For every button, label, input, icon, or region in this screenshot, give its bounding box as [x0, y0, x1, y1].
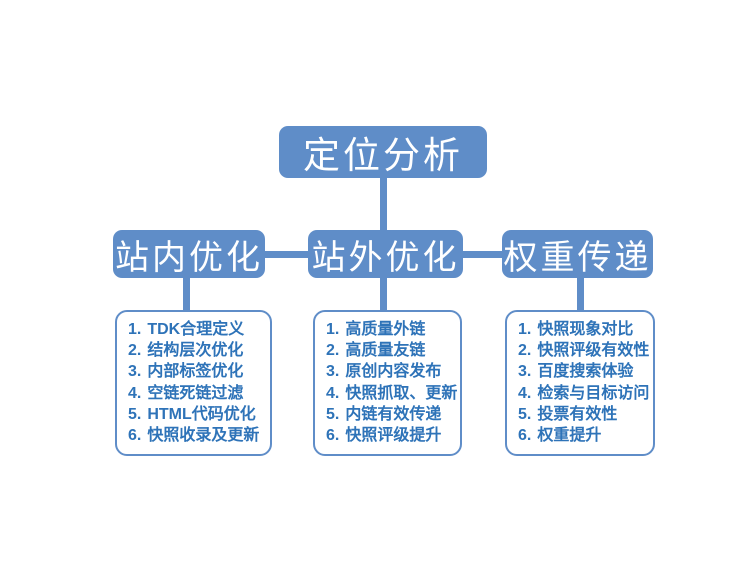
list-item: 5. 投票有效性 [518, 405, 647, 425]
list-item-number: 2. [518, 342, 532, 360]
list-item-number: 3. [326, 363, 340, 381]
list-item-number: 3. [518, 363, 532, 381]
list-item: 1. 快照现象对比 [518, 320, 647, 340]
list-item-number: 6. [326, 426, 340, 444]
list-item: 5. HTML代码优化 [128, 405, 264, 425]
branch-node-offsite-optimization: 站外优化 [308, 230, 463, 278]
list-item-number: 1. [518, 321, 532, 338]
list-item-label: 快照评级提升 [345, 426, 442, 444]
list-item: 3. 百度搜索体验 [518, 362, 647, 382]
list-item: 6. 快照评级提升 [326, 426, 454, 446]
list-item: 6. 权重提升 [518, 426, 647, 446]
list-item-number: 6. [128, 426, 142, 444]
list-item-label: 检索与目标访问 [537, 384, 650, 402]
root-node: 定位分析 [279, 126, 487, 178]
list-item-label: 内部标签优化 [147, 363, 244, 381]
list-item: 4. 快照抓取、更新 [326, 384, 458, 404]
branch-node-weight-transfer: 权重传递 [502, 230, 653, 278]
list-item-label: 原创内容发布 [345, 363, 442, 381]
list-item-label: 快照评级有效性 [537, 342, 650, 360]
list-item: 5. 内链有效传递 [326, 405, 454, 425]
list-item-label: HTML代码优化 [147, 405, 256, 423]
list-item-number: 6. [518, 426, 532, 444]
connector-root-to-middle [380, 177, 387, 231]
list-item: 4. 空链死链过滤 [128, 384, 264, 404]
root-node-label: 定位分析 [303, 135, 463, 176]
list-item-label: 快照收录及更新 [147, 426, 260, 444]
branch-node-onsite-optimization: 站内优化 [113, 230, 265, 278]
connector-left-to-middle [263, 251, 310, 258]
list-item-label: 百度搜索体验 [537, 363, 634, 381]
list-item-label: 投票有效性 [537, 405, 618, 423]
list-onsite-optimization: 1. TDK合理定义 2. 结构层次优化 3. 内部标签优化 4. 空链死链过滤… [115, 310, 272, 456]
list-offsite-optimization: 1. 高质量外链 2. 高质量友链 3. 原创内容发布 4. 快照抓取、更新 5… [313, 310, 462, 456]
list-item-label: 权重提升 [537, 426, 602, 444]
list-item: 2. 快照评级有效性 [518, 341, 650, 361]
connector-middle-to-right [461, 251, 504, 258]
list-item: 4. 检索与目标访问 [518, 384, 650, 404]
list-item-number: 4. [518, 384, 532, 402]
list-item-label: 内链有效传递 [345, 405, 442, 423]
list-item-label: 快照现象对比 [537, 321, 634, 338]
list-item: 6. 快照收录及更新 [128, 426, 264, 446]
list-item-number: 4. [128, 384, 142, 402]
list-item: 1. TDK合理定义 [128, 320, 264, 340]
list-item-label: TDK合理定义 [147, 321, 245, 338]
list-item: 2. 高质量友链 [326, 341, 454, 361]
list-item-number: 2. [326, 342, 340, 360]
connector-right-branch-to-list [577, 277, 584, 311]
list-item-number: 1. [128, 321, 142, 338]
list-weight-transfer: 1. 快照现象对比 2. 快照评级有效性 3. 百度搜索体验 4. 检索与目标访… [505, 310, 655, 456]
list-item-number: 4. [326, 384, 340, 402]
list-item-number: 3. [128, 363, 142, 381]
branch-node-label: 权重传递 [503, 238, 652, 277]
list-item: 2. 结构层次优化 [128, 341, 264, 361]
list-item-number: 1. [326, 321, 340, 338]
list-item-number: 2. [128, 342, 142, 360]
list-item-label: 空链死链过滤 [147, 384, 244, 402]
list-item: 1. 高质量外链 [326, 320, 454, 340]
list-item: 3. 原创内容发布 [326, 362, 454, 382]
connector-left-branch-to-list [183, 277, 190, 311]
list-item-label: 高质量外链 [345, 321, 426, 338]
connector-middle-branch-to-list [380, 277, 387, 311]
list-item-label: 快照抓取、更新 [345, 384, 458, 402]
list-item-number: 5. [518, 405, 532, 423]
list-item-label: 高质量友链 [345, 342, 426, 360]
list-item: 3. 内部标签优化 [128, 362, 264, 382]
list-item-number: 5. [128, 405, 142, 423]
list-item-label: 结构层次优化 [147, 342, 244, 360]
branch-node-label: 站外优化 [311, 238, 460, 277]
branch-node-label: 站内优化 [115, 238, 263, 277]
list-item-number: 5. [326, 405, 340, 423]
